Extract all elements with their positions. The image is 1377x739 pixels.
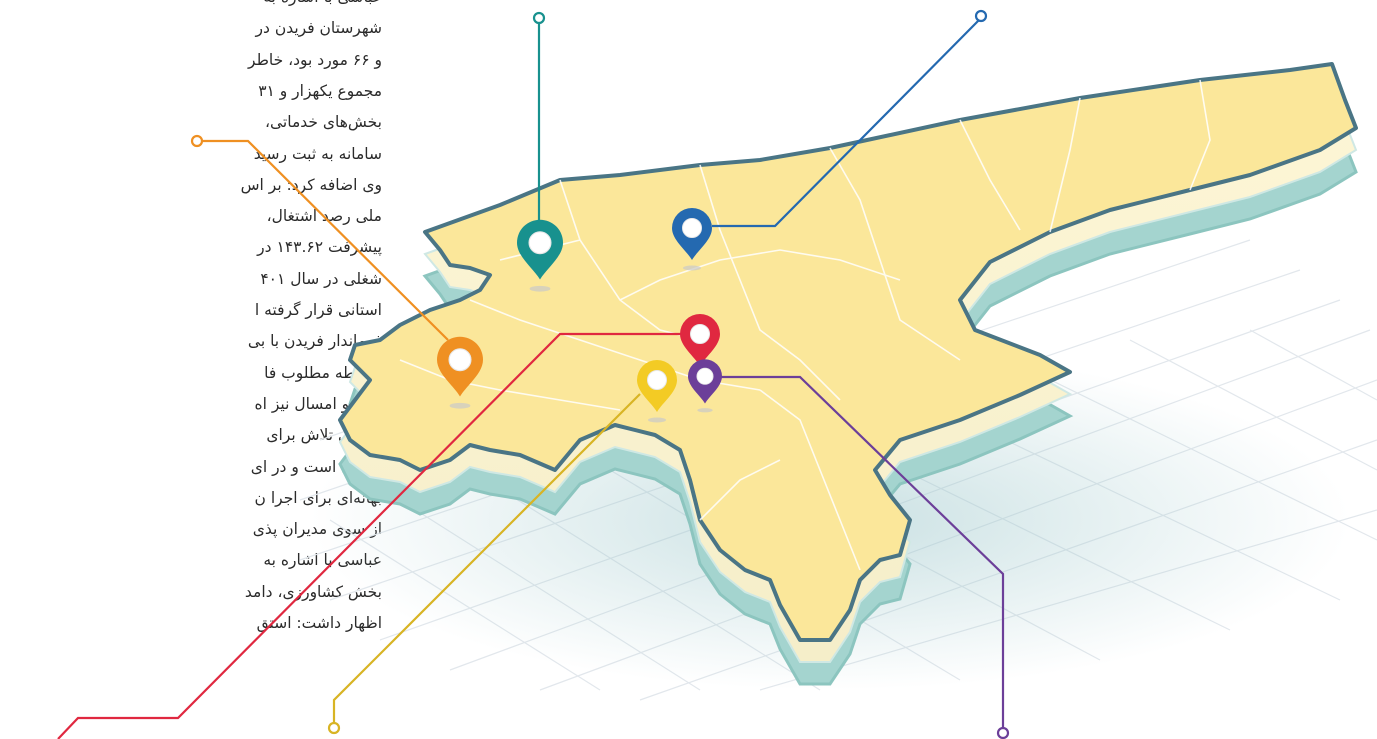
- article-line: مجموع یکهزار و ۳۱: [258, 81, 382, 100]
- blue-endpoint: [974, 9, 988, 23]
- yellow-endpoint: [327, 721, 341, 735]
- land-surface: [338, 62, 1358, 642]
- pin-center-dot: [647, 370, 667, 390]
- pin-shadow: [697, 408, 713, 413]
- teal-pin[interactable]: [517, 219, 563, 292]
- pin-shadow: [449, 402, 471, 409]
- yellow-pin[interactable]: [637, 360, 677, 423]
- pin-center-dot: [696, 367, 714, 385]
- orange-pin[interactable]: [437, 336, 483, 409]
- pin-center-dot: [682, 218, 702, 238]
- yellow-leader-line: [332, 393, 641, 726]
- purple-leader-line: [718, 375, 1005, 735]
- orange-leader-line: [202, 139, 449, 341]
- pin-center-dot: [448, 348, 472, 372]
- map-pins: [437, 208, 722, 423]
- pin-center-dot: [528, 231, 552, 255]
- pin-shadow: [529, 285, 551, 292]
- pin-shadow: [648, 417, 666, 423]
- teal-endpoint: [532, 11, 546, 25]
- pin-shadow: [683, 265, 701, 271]
- article-line: سامانه به ثبت رسید: [253, 144, 382, 163]
- article-line: شغلی در سال ۴۰۱: [260, 269, 382, 288]
- blue-leader-line: [712, 17, 982, 228]
- article-line: بخش کشاورزی، دامد: [244, 582, 382, 601]
- article-line: بخش‌های خدماتی،: [264, 113, 382, 132]
- article-line: و ۶۶ مورد بود، خاطر: [248, 50, 382, 69]
- orange-endpoint: [190, 134, 204, 148]
- article-line: عباسی با اشاره به: [263, 0, 382, 6]
- leader-lines: [57, 17, 1005, 739]
- article-line: پیشرفت ۱۴۳.۶۲ در: [257, 238, 382, 257]
- article-line: اظهار داشت: استق: [256, 614, 382, 632]
- article-line: فرماندار فریدن با بی: [247, 332, 382, 351]
- purple-endpoint: [996, 726, 1010, 739]
- article-line: استانی قرار گرفته ا: [254, 301, 382, 319]
- article-line: شهرستان فریدن در: [255, 19, 383, 38]
- province-map: [338, 62, 1358, 642]
- purple-pin[interactable]: [688, 359, 722, 413]
- leader-endpoints: [190, 9, 1010, 739]
- red-leader-line: [57, 332, 690, 739]
- blue-pin[interactable]: [672, 208, 712, 271]
- pin-center-dot: [690, 324, 710, 344]
- article-line: وی اضافه کرد: بر اس: [240, 175, 382, 194]
